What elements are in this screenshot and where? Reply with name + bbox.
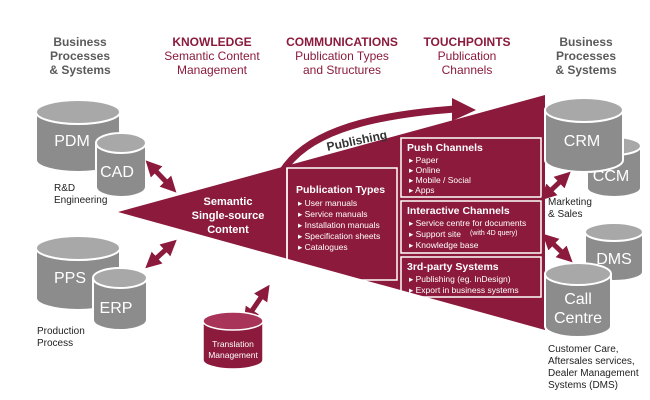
funnel-triangle xyxy=(118,95,545,330)
publishing-arrowhead xyxy=(452,98,476,121)
ccm-label: CCM xyxy=(593,168,629,185)
production-label-line-1: Production xyxy=(37,326,85,337)
customer-label-line-2: Aftersales services, xyxy=(548,356,635,367)
panel-frames xyxy=(286,137,542,298)
interactive-channels-frame xyxy=(400,200,542,254)
interactive-channel-item: ▸ Support site xyxy=(409,229,461,239)
knowledge-sub-2: Management xyxy=(177,63,248,77)
cylinder-erp: ERP xyxy=(92,267,148,331)
cylinder-translation: Translation Management xyxy=(202,311,264,370)
header-left-line-2: Processes xyxy=(50,49,110,63)
core-content-line-2: Single-source xyxy=(192,210,265,222)
push-channel-item: ▸ Online xyxy=(409,165,440,175)
dms-label: DMS xyxy=(596,251,632,268)
header-right-line-1: Business xyxy=(559,35,613,49)
marketing-label-line-2: & Sales xyxy=(548,209,582,220)
customer-label-line-1: Customer Care, xyxy=(548,344,619,355)
header-left-line-3: & Systems xyxy=(49,63,111,77)
third-party-title: 3rd-party Systems xyxy=(407,261,499,273)
push-channels-title: Push Channels xyxy=(407,142,483,154)
call-centre-label-line-2: Centre xyxy=(554,310,602,327)
semantic-content-block: Semantic Single-source Content xyxy=(192,196,265,236)
third-party-item: ▸ Export in business systems xyxy=(409,285,519,295)
cylinder-pdm: PDM xyxy=(35,99,121,173)
header-right: Business Processes & Systems xyxy=(555,35,617,77)
cylinder-cad: CAD xyxy=(95,132,147,198)
crm-label: CRM xyxy=(564,133,600,150)
touchpoints-sub-2: Channels xyxy=(442,63,493,77)
pdm-label: PDM xyxy=(54,133,90,150)
right-top-double-arrow xyxy=(540,171,571,201)
publication-type-item: ▸ User manuals xyxy=(298,198,357,208)
push-channels-frame xyxy=(400,137,542,198)
push-channel-item: ▸ Apps xyxy=(409,185,435,195)
communications-sub-1: Publication Types xyxy=(295,49,389,63)
interactive-channel-item: ▸ Knowledge base xyxy=(409,240,479,250)
erp-label: ERP xyxy=(100,300,133,317)
publishing-arc xyxy=(279,105,456,174)
translation-label-line-1: Translation xyxy=(212,339,254,349)
customer-label-line-4: Systems (DMS) xyxy=(548,380,618,391)
left-top-double-arrow xyxy=(145,160,177,193)
publication-types-block: Publication Types ▸ User manuals ▸ Servi… xyxy=(296,184,385,252)
knowledge-title: KNOWLEDGE xyxy=(172,35,251,49)
third-party-block: 3rd-party Systems ▸ Publishing (eg. InDe… xyxy=(407,261,519,295)
marketing-sales-label: Marketing & Sales xyxy=(548,197,592,220)
header-right-line-3: & Systems xyxy=(555,63,617,77)
touchpoints-title: TOUCHPOINTS xyxy=(423,35,510,49)
touchpoints-sub-1: Publication xyxy=(438,49,497,63)
translation-label-line-2: Management xyxy=(208,350,258,360)
right-bottom-double-arrow xyxy=(542,233,573,263)
publication-type-item: ▸ Installation manuals xyxy=(298,220,380,230)
production-process-label: Production Process xyxy=(37,326,85,349)
publication-type-item: ▸ Service manuals xyxy=(298,209,367,219)
cylinder-crm: CRM xyxy=(544,97,624,173)
third-party-item: ▸ Publishing (eg. InDesign) xyxy=(409,274,511,284)
interactive-channels-block: Interactive Channels ▸ Service centre fo… xyxy=(407,205,526,250)
header-left-line-1: Business xyxy=(53,35,107,49)
third-party-frame xyxy=(400,256,542,298)
publication-types-title: Publication Types xyxy=(296,184,385,196)
customer-label-line-3: Dealer Management xyxy=(548,368,639,379)
header-left: Business Processes & Systems xyxy=(49,35,111,77)
cad-label: CAD xyxy=(100,164,134,181)
header-right-line-2: Processes xyxy=(556,49,616,63)
publication-type-item: ▸ Specification sheets xyxy=(298,231,380,241)
core-content-line-1: Semantic xyxy=(204,196,253,208)
customer-care-label: Customer Care, Aftersales services, Deal… xyxy=(548,344,639,391)
push-channels-block: Push Channels ▸ Paper ▸ Online ▸ Mobile … xyxy=(407,142,483,195)
cylinder-call-centre: Call Centre xyxy=(544,262,612,338)
core-content-line-3: Content xyxy=(207,224,249,236)
publication-type-item: ▸ Catalogues xyxy=(298,242,348,252)
call-centre-label-line-1: Call xyxy=(564,291,592,308)
push-channel-item: ▸ Mobile / Social xyxy=(409,175,471,185)
interactive-channel-item: ▸ Service centre for documents xyxy=(409,218,526,228)
header-knowledge: KNOWLEDGE Semantic Content Management xyxy=(164,35,260,77)
pps-label: PPS xyxy=(54,270,86,287)
rd-label-line-2: Engineering xyxy=(54,195,107,206)
interactive-channel-note: (with 4D query) xyxy=(470,230,517,237)
communications-title: COMMUNICATIONS xyxy=(286,35,398,49)
rd-engineering-label: R&D Engineering xyxy=(54,183,107,206)
push-channel-item: ▸ Paper xyxy=(409,155,438,165)
header-touchpoints: TOUCHPOINTS Publication Channels xyxy=(423,35,510,77)
knowledge-sub-1: Semantic Content xyxy=(164,49,260,63)
production-label-line-2: Process xyxy=(37,338,73,349)
communications-sub-2: and Structures xyxy=(303,63,381,77)
marketing-label-line-1: Marketing xyxy=(548,197,592,208)
interactive-channels-title: Interactive Channels xyxy=(407,205,510,217)
header-communications: COMMUNICATIONS Publication Types and Str… xyxy=(286,35,398,77)
rd-label-line-1: R&D xyxy=(54,183,75,194)
left-bottom-double-arrow xyxy=(145,239,177,269)
